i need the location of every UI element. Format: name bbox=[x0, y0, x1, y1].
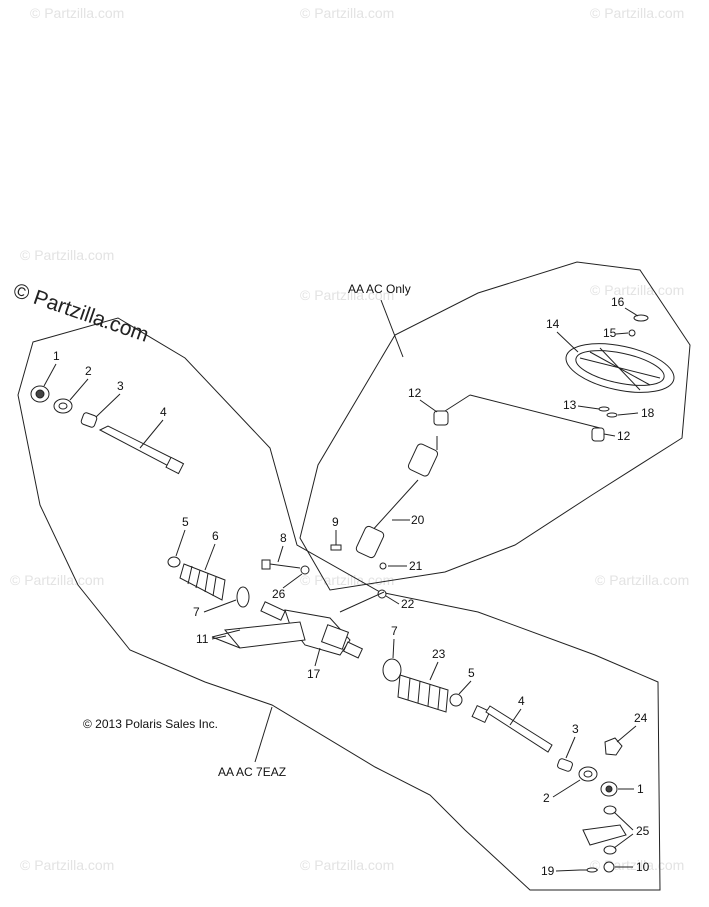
part-7-right-clamp-ring bbox=[382, 658, 402, 682]
callout-20: 20 bbox=[411, 513, 425, 527]
lower-group-label: AA AC 7EAZ bbox=[218, 765, 286, 779]
part-12-upper-bushing bbox=[433, 410, 449, 426]
part-14-steering-wheel bbox=[565, 343, 675, 393]
callout-17: 17 bbox=[307, 667, 321, 681]
watermark: © Partzilla.com bbox=[590, 282, 684, 298]
callout-11: 11 bbox=[196, 632, 209, 646]
callout-7-right: 7 bbox=[391, 624, 398, 638]
bushing-connector-line bbox=[469, 394, 601, 429]
watermark: © Partzilla.com bbox=[300, 287, 394, 303]
watermark: © Partzilla.com bbox=[20, 247, 114, 263]
part-20-steering-shaft bbox=[355, 436, 439, 559]
callout-3: 3 bbox=[117, 379, 124, 393]
part-5-right-clamp bbox=[449, 693, 463, 707]
callout-4: 4 bbox=[160, 405, 167, 419]
part-3-left-bushing bbox=[80, 412, 98, 428]
upper-group-label: AA AC Only bbox=[348, 282, 411, 296]
watermark: © Partzilla.com bbox=[300, 857, 394, 873]
watermark: © Partzilla.com bbox=[10, 572, 104, 588]
part-26-nut bbox=[300, 565, 310, 575]
callout-13: 13 bbox=[563, 398, 577, 412]
callout-1: 1 bbox=[53, 349, 60, 363]
callout-2: 2 bbox=[85, 364, 92, 378]
callout-18: 18 bbox=[641, 406, 655, 420]
part-9-pin bbox=[330, 544, 342, 551]
watermark: © Partzilla.com bbox=[30, 5, 124, 21]
callout-24: 24 bbox=[634, 711, 648, 725]
callout-22: 22 bbox=[401, 597, 415, 611]
callout-5: 5 bbox=[182, 515, 189, 529]
part-13-washer bbox=[598, 406, 610, 412]
part-7-left-clamp-ring bbox=[236, 586, 250, 608]
watermark: © Partzilla.com bbox=[300, 5, 394, 21]
part-5-left-clamp bbox=[167, 556, 181, 568]
callout-10: 10 bbox=[636, 860, 650, 874]
watermark: © Partzilla.com bbox=[300, 572, 394, 588]
part-3-right-bushing bbox=[557, 758, 573, 772]
callout-7: 7 bbox=[193, 605, 200, 619]
part-4-right-tie-rod bbox=[471, 704, 553, 753]
callout-4-right: 4 bbox=[518, 694, 525, 708]
upper-group-label-leader bbox=[380, 299, 404, 358]
callout-25: 25 bbox=[636, 824, 650, 838]
callout-2-right: 2 bbox=[543, 791, 550, 805]
callout-15: 15 bbox=[603, 326, 617, 340]
callouts: 1 2 3 4 5 6 7 8 9 20 21 12 13 14 15 16 1… bbox=[43, 295, 655, 878]
part-24-nut bbox=[604, 737, 623, 756]
watermark-layer: © Partzilla.com © Partzilla.com © Partzi… bbox=[10, 5, 689, 873]
part-8-bolt bbox=[261, 559, 301, 570]
part-11-rack-mount bbox=[211, 621, 306, 649]
part-19-cotter-pin bbox=[580, 867, 598, 873]
part-4-left-tie-rod bbox=[98, 425, 185, 475]
part-1-left-nut bbox=[30, 385, 50, 403]
part-12-lower-bushing bbox=[591, 427, 605, 442]
upper-group-outline bbox=[299, 261, 691, 591]
part-6-left-boot bbox=[179, 563, 226, 601]
callout-3-right: 3 bbox=[572, 722, 579, 736]
watermark: © Partzilla.com bbox=[590, 5, 684, 21]
part-2-left-washer bbox=[53, 398, 73, 414]
callout-21: 21 bbox=[409, 559, 423, 573]
callout-5-right: 5 bbox=[468, 666, 475, 680]
callout-12-lower: 12 bbox=[617, 429, 631, 443]
part-1-right-nut bbox=[600, 781, 618, 797]
callout-14: 14 bbox=[546, 317, 560, 331]
bushing-connector-line bbox=[444, 394, 471, 412]
part-21-bolt bbox=[379, 562, 387, 570]
callout-8: 8 bbox=[280, 531, 287, 545]
callout-9: 9 bbox=[332, 515, 339, 529]
brand-watermark: © Partzilla.com bbox=[10, 279, 151, 347]
watermark: © Partzilla.com bbox=[20, 857, 114, 873]
part-16-cap bbox=[633, 314, 649, 322]
lower-group-outline bbox=[17, 317, 661, 891]
callout-6: 6 bbox=[212, 529, 219, 543]
part-25-bracket bbox=[582, 805, 627, 855]
callout-12-upper: 12 bbox=[408, 386, 422, 400]
part-2-right-washer bbox=[578, 766, 598, 782]
callout-26: 26 bbox=[272, 587, 286, 601]
callout-1-right: 1 bbox=[637, 782, 644, 796]
part-10-nut bbox=[603, 861, 615, 873]
watermark: © Partzilla.com bbox=[595, 572, 689, 588]
callout-23: 23 bbox=[432, 647, 446, 661]
lower-group-label-leader bbox=[254, 706, 273, 763]
copyright-notice: © 2013 Polaris Sales Inc. bbox=[83, 717, 218, 731]
part-23-right-boot bbox=[397, 674, 449, 713]
part-15-nut bbox=[628, 329, 636, 337]
callout-19: 19 bbox=[541, 864, 555, 878]
callout-16: 16 bbox=[611, 295, 625, 309]
part-18-washer bbox=[606, 412, 618, 418]
